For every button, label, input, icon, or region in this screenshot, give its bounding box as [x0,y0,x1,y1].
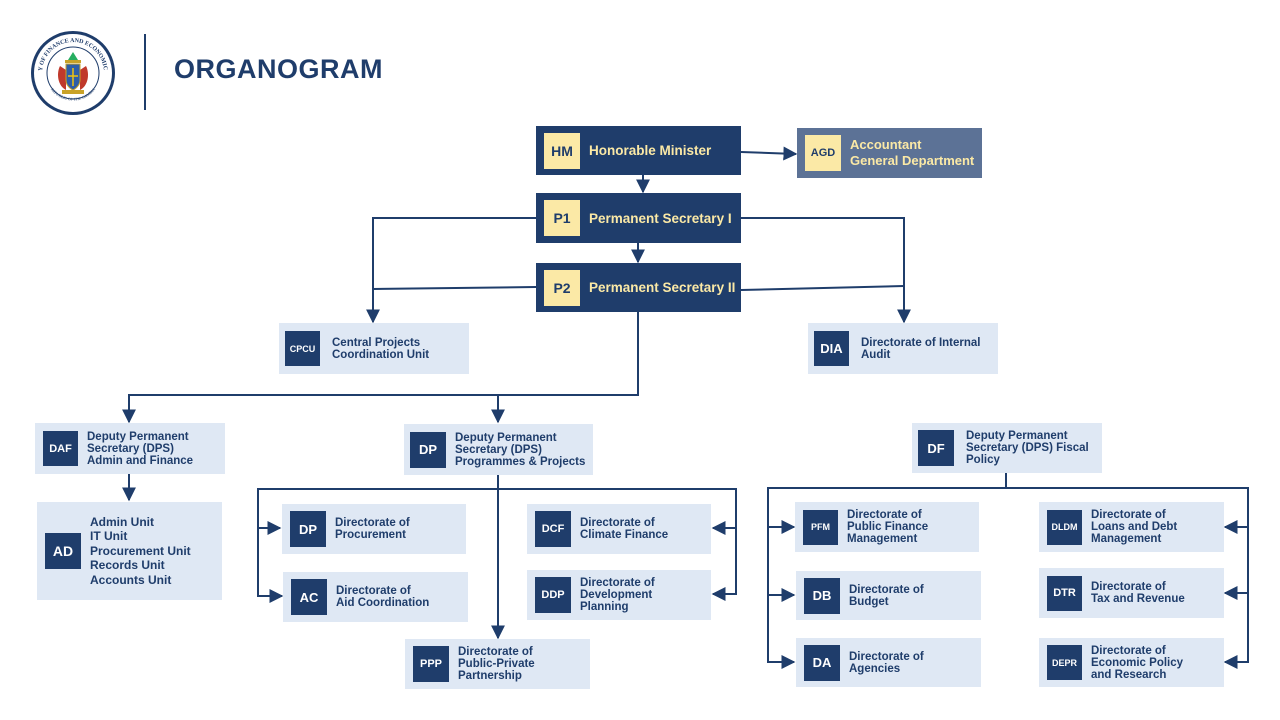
node-agencies: DA Directorate of Agencies [796,638,981,687]
header-divider [144,34,146,110]
node-label: Directorate of Internal Audit [861,336,981,361]
abbr-badge: DA [804,644,840,681]
node-label: Deputy Permanent Secretary (DPS) Fiscal … [966,430,1089,466]
connector-df-da [767,473,1007,669]
node-label: Directorate of Procurement [335,517,410,541]
abbr-badge: DAF [43,431,78,466]
node-depr: DEPR Directorate of Economic Policy and … [1039,638,1224,687]
node-procurement: DP Directorate of Procurement [282,504,466,554]
node-label: Directorate of Climate Finance [580,517,669,541]
node-label: Deputy Permanent Secretary (DPS) Admin a… [87,430,194,467]
abbr-badge: P2 [544,269,580,306]
abbr-badge: AD [45,533,81,569]
abbr-badge: DB [804,577,840,614]
node-dia: DIA Directorate of Internal Audit [808,323,998,374]
connector-dp-ddp [498,488,737,601]
node-label: Directorate of Agencies [849,650,924,675]
connector-p2-cpcu [372,286,537,290]
node-label: Directorate of Development Planning [580,577,655,613]
abbr-badge: AC [291,579,327,615]
connector-p2-daf [122,312,639,424]
node-permanent-secretary-2: P2 Permanent Secretary II [536,263,741,312]
abbr-badge: PFM [803,509,838,545]
node-label: Directorate of Loans and Debt Management [1091,509,1178,545]
node-dtr: DTR Directorate of Tax and Revenue [1039,568,1224,618]
node-aid-coordination: AC Directorate of Aid Coordination [283,572,468,622]
node-dps-programmes: DP Deputy Permanent Secretary (DPS) Prog… [404,424,593,475]
abbr-badge: AGD [805,135,841,171]
abbr-badge: DP [290,511,326,547]
node-label: Directorate of Aid Coordination [336,585,430,609]
abbr-badge: DEPR [1047,645,1082,680]
node-label: Directorate of Budget [849,583,924,608]
node-label: Central Projects Coordination Unit [332,336,430,361]
node-label: Accountant General Department [850,137,975,168]
node-honorable-minister: HM Honorable Minister [536,126,741,175]
node-label: Deputy Permanent Secretary (DPS) Program… [455,431,586,468]
node-accountant-general: AGD Accountant General Department [797,128,982,178]
abbr-badge: DF [918,430,954,466]
abbr-badge: CPCU [285,331,320,366]
node-permanent-secretary-1: P1 Permanent Secretary I [536,193,741,243]
node-label: Directorate of Public-Private Partnershi… [458,646,535,682]
abbr-badge: DIA [814,331,849,366]
connector-dp-ac [257,474,499,603]
abbr-badge: P1 [544,200,580,236]
node-pfm: PFM Directorate of Public Finance Manage… [795,502,979,552]
node-cpcu: CPCU Central Projects Coordination Unit [279,323,469,374]
node-label: Honorable Minister [589,143,712,158]
abbr-badge: DTR [1047,575,1082,611]
node-budget: DB Directorate of Budget [796,571,981,620]
ministry-seal-logo: MINISTRY OF FINANCE AND ECONOMIC AFFAIRS… [30,30,115,115]
abbr-badge: DCF [535,511,571,547]
node-label: Directorate of Economic Policy and Resea… [1091,644,1184,681]
abbr-badge: DLDM [1047,509,1082,545]
node-development-planning: DDP Directorate of Development Planning [527,570,711,620]
node-ad: AD Admin Unit IT Unit Procurement Unit R… [37,502,222,600]
node-climate-finance: DCF Directorate of Climate Finance [527,504,711,554]
connector-p2-dia [740,285,905,291]
abbr-badge: DDP [535,577,571,613]
node-dldm: DLDM Directorate of Loans and Debt Manag… [1039,502,1224,552]
node-label: Directorate of Public Finance Management [847,509,929,545]
abbr-badge: DP [410,431,446,468]
connector-hm-agd [740,146,798,161]
connector-p1-dia [741,217,911,324]
node-ppp: PPP Directorate of Public-Private Partne… [405,639,590,689]
node-daf: DAF Deputy Permanent Secretary (DPS) Adm… [35,423,225,474]
node-label: Permanent Secretary II [589,280,736,295]
connector-df-depr [1006,487,1249,669]
node-label: Permanent Secretary I [589,210,732,226]
page-header: MINISTRY OF FINANCE AND ECONOMIC AFFAIRS… [0,0,1280,120]
page-title: ORGANOGRAM [174,54,383,84]
node-df: DF Deputy Permanent Secretary (DPS) Fisc… [912,423,1102,473]
abbr-badge: HM [544,132,580,169]
node-label: Admin Unit IT Unit Procurement Unit Reco… [90,514,191,587]
node-label: Directorate of Tax and Revenue [1091,581,1185,605]
connector-p1-cpcu [366,217,536,324]
abbr-badge: PPP [413,646,449,682]
